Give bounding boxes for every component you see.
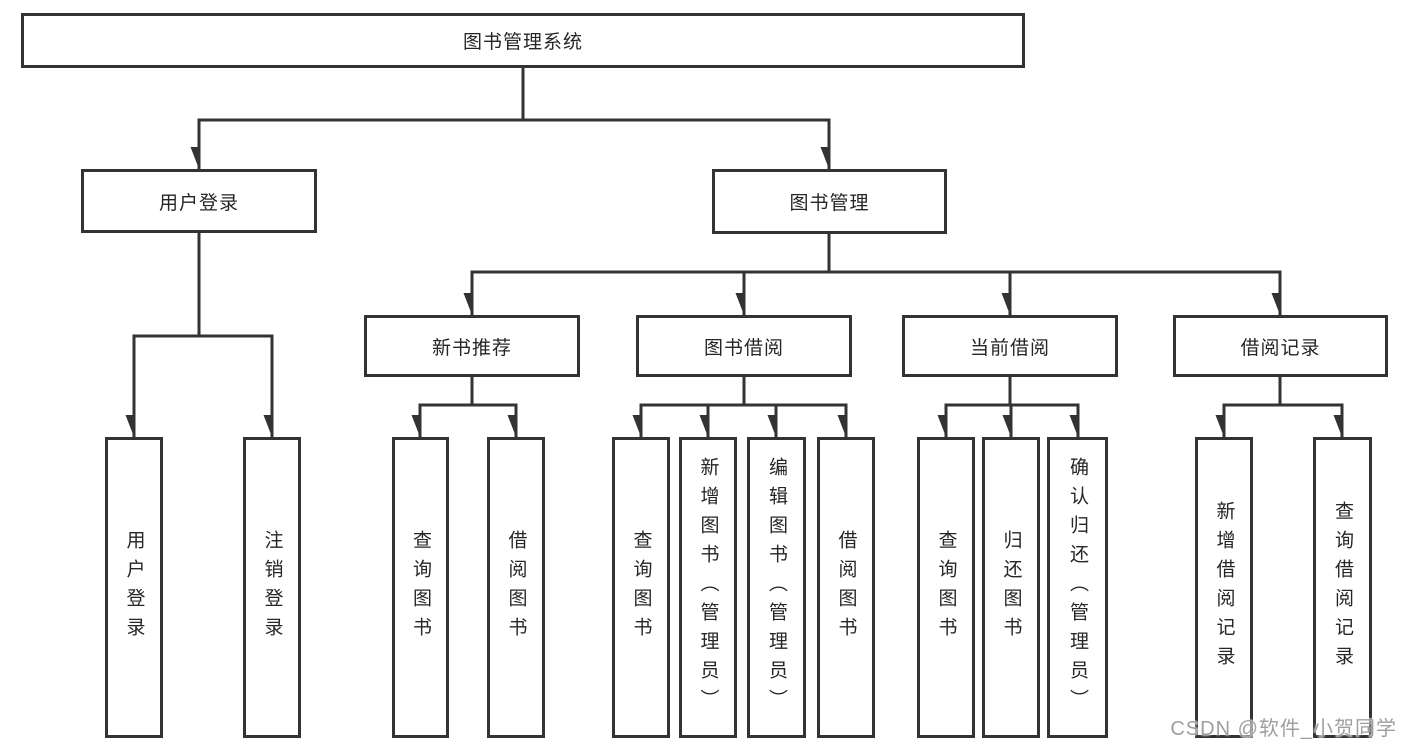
- node-label: 确认归还（管理员）: [1067, 457, 1088, 718]
- leaf-user-login: 用户登录: [105, 437, 163, 738]
- node-label: 注销登录: [261, 529, 283, 646]
- node-label: 查询借阅记录: [1332, 500, 1353, 675]
- csdn-watermark: CSDN @软件_小贺同学: [1170, 718, 1397, 740]
- leaf-cb-confirm-return-admin: 确认归还（管理员）: [1047, 437, 1108, 738]
- leaf-br-add-record: 新增借阅记录: [1195, 437, 1253, 738]
- node-label: 新增图书（管理员）: [697, 457, 719, 718]
- leaf-br-query-record: 查询借阅记录: [1313, 437, 1372, 738]
- node-book-borrowing: 图书借阅: [636, 315, 852, 377]
- node-label: 查询图书: [630, 529, 652, 646]
- node-label: 新增借阅记录: [1213, 500, 1235, 675]
- node-new-book-recommendation: 新书推荐: [364, 315, 580, 377]
- node-label: 用户登录: [158, 192, 239, 214]
- node-label: 编辑图书（管理员）: [766, 457, 787, 718]
- node-label: 借阅记录: [1240, 337, 1321, 359]
- node-label: 新书推荐: [431, 337, 512, 359]
- node-library-management-system: 图书管理系统: [21, 13, 1025, 68]
- node-label: 查询图书: [410, 529, 431, 646]
- node-current-borrowing: 当前借阅: [902, 315, 1118, 377]
- leaf-bb-query-books: 查询图书: [612, 437, 670, 738]
- leaf-nb-query-books: 查询图书: [392, 437, 449, 738]
- leaf-logout: 注销登录: [243, 437, 301, 738]
- node-label: 归还图书: [1000, 529, 1022, 646]
- node-borrowing-records: 借阅记录: [1173, 315, 1388, 377]
- leaf-cb-return-books: 归还图书: [982, 437, 1040, 738]
- node-book-management: 图书管理: [712, 169, 947, 234]
- node-label: 图书借阅: [703, 337, 784, 359]
- leaf-nb-borrow-books: 借阅图书: [487, 437, 545, 738]
- node-label: 图书管理系统: [462, 32, 583, 53]
- node-label: 借阅图书: [505, 529, 527, 646]
- node-label: 图书管理: [789, 193, 870, 214]
- node-label: 查询图书: [935, 529, 957, 646]
- leaf-bb-borrow-books: 借阅图书: [817, 437, 875, 738]
- node-user-login: 用户登录: [81, 169, 317, 233]
- node-label: 用户登录: [123, 529, 145, 646]
- leaf-bb-add-books-admin: 新增图书（管理员）: [679, 437, 737, 738]
- leaf-bb-edit-books-admin: 编辑图书（管理员）: [747, 437, 806, 738]
- node-label: 当前借阅: [969, 337, 1050, 359]
- leaf-cb-query-books: 查询图书: [917, 437, 975, 738]
- node-label: 借阅图书: [835, 529, 857, 646]
